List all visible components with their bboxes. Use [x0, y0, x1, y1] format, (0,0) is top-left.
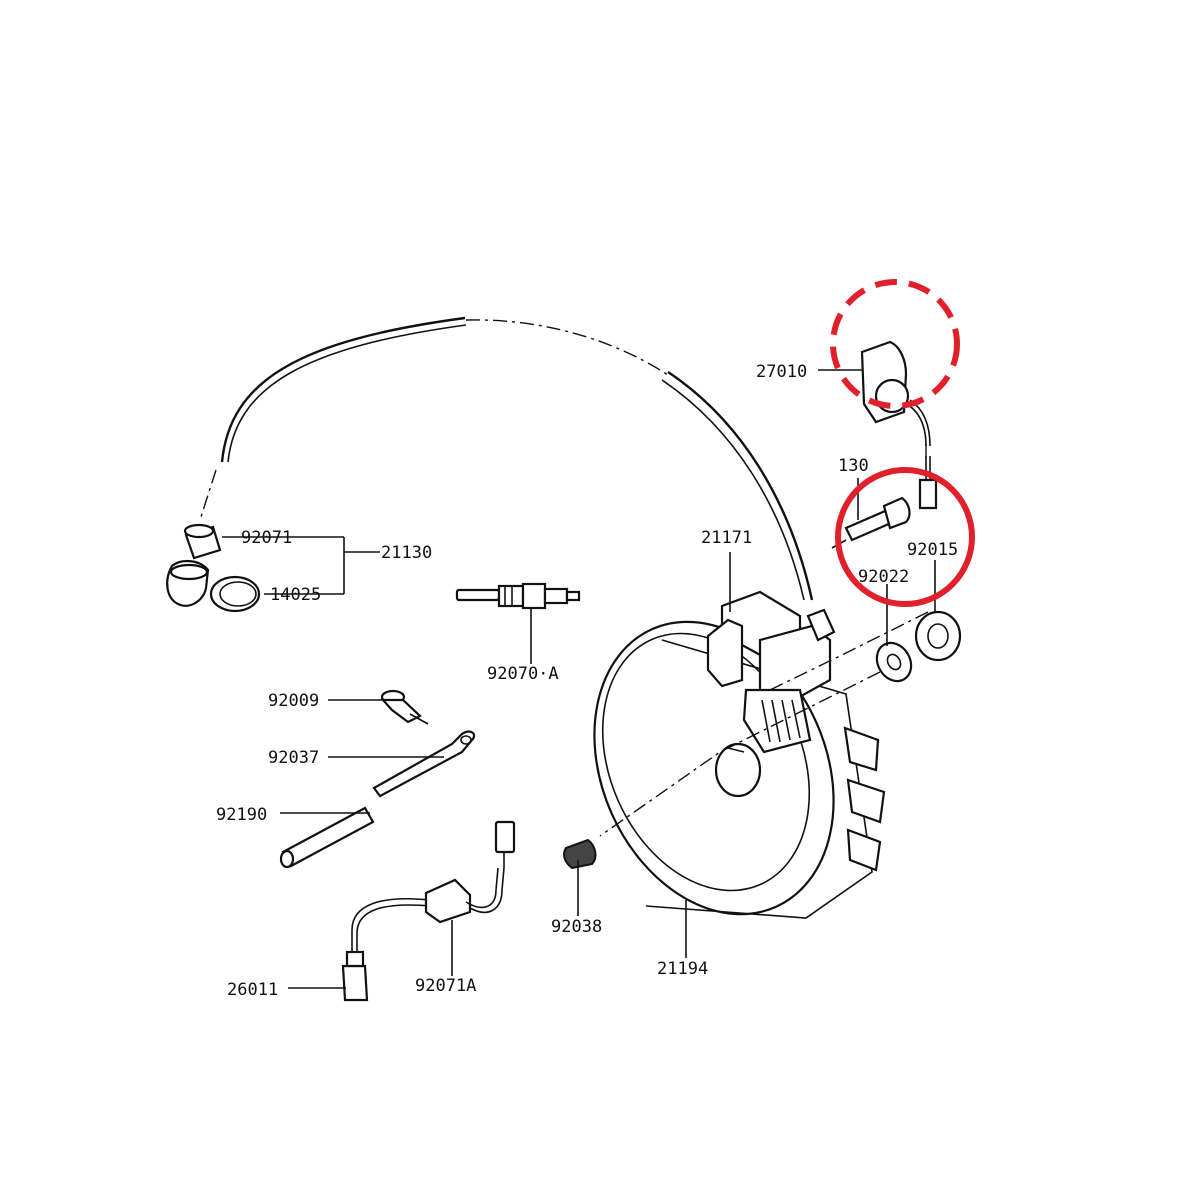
terminal — [918, 456, 938, 510]
clamp-92037 — [372, 730, 476, 798]
label-26011: 26011 — [227, 980, 278, 1000]
label-14025: 14025 — [270, 585, 321, 605]
label-21171: 21171 — [701, 528, 752, 548]
plug-cap-92071 — [183, 523, 222, 560]
label-92071A: 92071A — [415, 976, 476, 996]
label-92038: 92038 — [551, 917, 602, 937]
washer-92022 — [875, 641, 913, 683]
label-92071: 92071 — [241, 528, 292, 548]
label-21194: 21194 — [657, 959, 708, 979]
ring-14025 — [209, 575, 261, 613]
label-92037: 92037 — [268, 748, 319, 768]
key-92038 — [563, 838, 597, 870]
bolt-92009 — [380, 689, 429, 725]
grommet-92071A — [424, 820, 516, 924]
label-92022: 92022 — [858, 567, 909, 587]
label-92190: 92190 — [216, 805, 267, 825]
centre-lines — [599, 440, 929, 837]
label-92015: 92015 — [907, 540, 958, 560]
label-92070A: 92070·A — [487, 664, 559, 684]
label-92009: 92009 — [268, 691, 319, 711]
spark-plug — [455, 582, 581, 610]
tube-92190 — [279, 806, 375, 869]
high-tension-lead — [199, 316, 814, 601]
label-130: 130 — [838, 456, 869, 476]
leader-lines — [222, 369, 936, 989]
bolt-130 — [831, 496, 911, 549]
part-labels: 27010 130 92015 92022 21171 92071 21130 … — [216, 362, 958, 1000]
stop-switch-27010 — [860, 340, 931, 447]
spacer-92015 — [914, 610, 962, 662]
plug-cap-body — [166, 560, 210, 607]
highlight-solid-circle — [835, 467, 975, 607]
label-21130: 21130 — [381, 543, 432, 563]
highlight-dashed-circle — [830, 279, 960, 409]
label-27010: 27010 — [756, 362, 807, 382]
ignition-coil-21171 — [706, 590, 836, 754]
lead-wire-26011 — [341, 897, 431, 1002]
